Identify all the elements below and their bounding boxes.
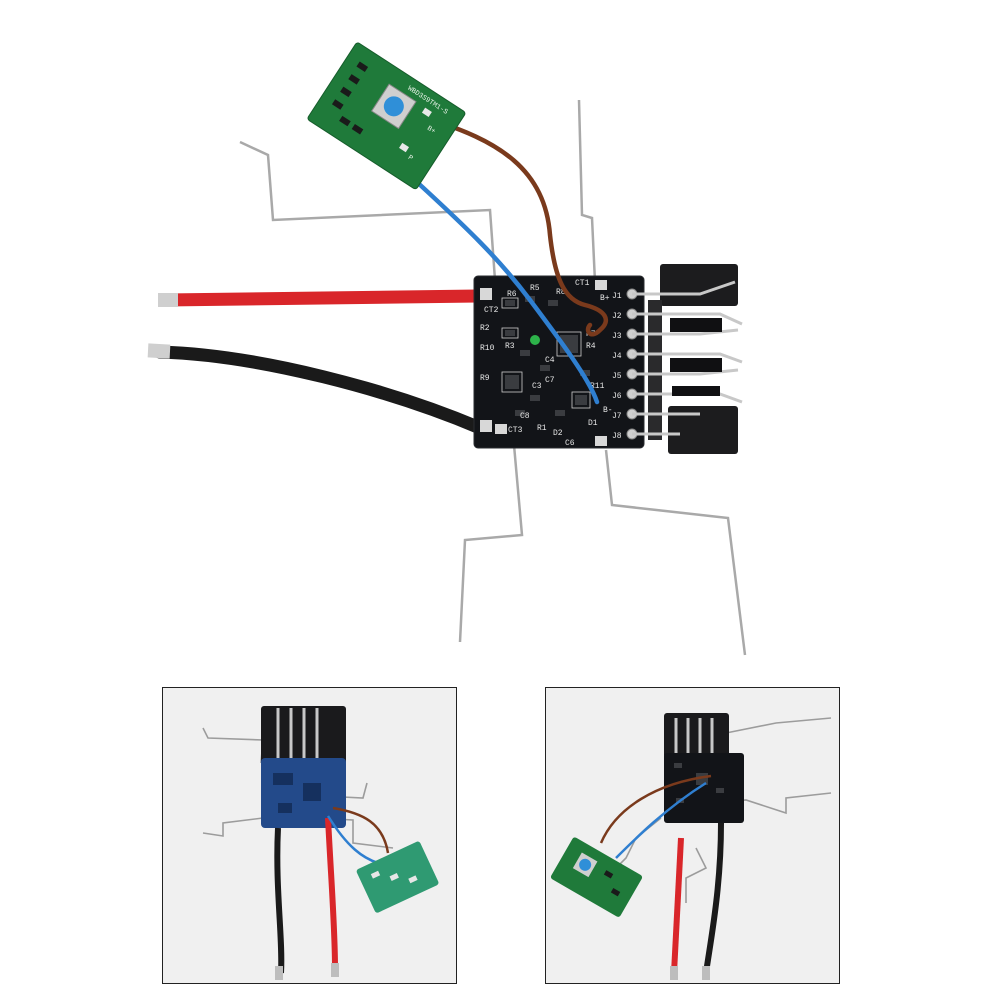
silk-r3: R3 <box>505 342 515 351</box>
inset-photo-back-view <box>162 687 457 984</box>
red-wire <box>158 289 485 307</box>
spring-lead-top-left <box>239 140 497 281</box>
silk-ct1: CT1 <box>575 279 590 288</box>
push-button <box>383 96 404 117</box>
inset-back-view-drawing <box>163 688 456 983</box>
button-board-pad-b-plus: B+ <box>425 125 436 136</box>
silk-d2: D2 <box>553 429 563 438</box>
silk-r4: R4 <box>586 342 596 351</box>
silk-j2: J2 <box>612 312 622 321</box>
silk-ct2: CT2 <box>484 306 499 315</box>
button-pcb: WBD3S9TM1-S B+ P <box>307 42 466 190</box>
silk-r2: R2 <box>480 324 490 333</box>
silk-r1: R1 <box>537 424 547 433</box>
button-board-pad-p: P <box>406 154 414 163</box>
silk-r8: R8 <box>556 288 566 297</box>
spring-lead-top-right <box>577 99 597 283</box>
inset-photo-front-view <box>545 687 840 984</box>
silk-r5: R5 <box>530 284 540 293</box>
inset-front-view-drawing <box>546 688 839 983</box>
silk-c8: C8 <box>520 412 530 421</box>
blue-wire <box>392 159 600 405</box>
silk-c6: C6 <box>565 439 575 448</box>
silk-ct3: CT3 <box>508 426 523 435</box>
silk-j5: J5 <box>612 372 622 381</box>
spring-lead-bottom-left <box>458 444 524 643</box>
silk-j8: J8 <box>612 432 622 441</box>
main-pcb: CT2 R6 R5 R8 CT1 B+ R2 R3 R10 R4 C4 C3 R… <box>473 275 645 449</box>
silk-j7: J7 <box>612 412 622 421</box>
silk-r9: R9 <box>480 374 490 383</box>
terminal-connector <box>632 264 743 454</box>
silk-r10: R10 <box>480 344 495 353</box>
silk-r6: R6 <box>507 290 517 299</box>
silk-j1: J1 <box>612 292 622 301</box>
silk-b-plus: B+ <box>600 294 610 303</box>
silk-d1: D1 <box>588 419 598 428</box>
status-led <box>530 335 540 345</box>
black-wire <box>147 343 487 435</box>
silk-b-minus: B- <box>603 406 613 415</box>
silk-c3: C3 <box>532 382 542 391</box>
silk-j4: J4 <box>612 352 622 361</box>
silk-j6: J6 <box>612 392 622 401</box>
silk-r11: R11 <box>590 382 605 391</box>
silk-c4: C4 <box>545 356 555 365</box>
spring-lead-bottom-right <box>604 449 747 656</box>
silk-c7: C7 <box>545 376 555 385</box>
silk-j3: J3 <box>612 332 622 341</box>
brown-wire <box>422 115 609 337</box>
